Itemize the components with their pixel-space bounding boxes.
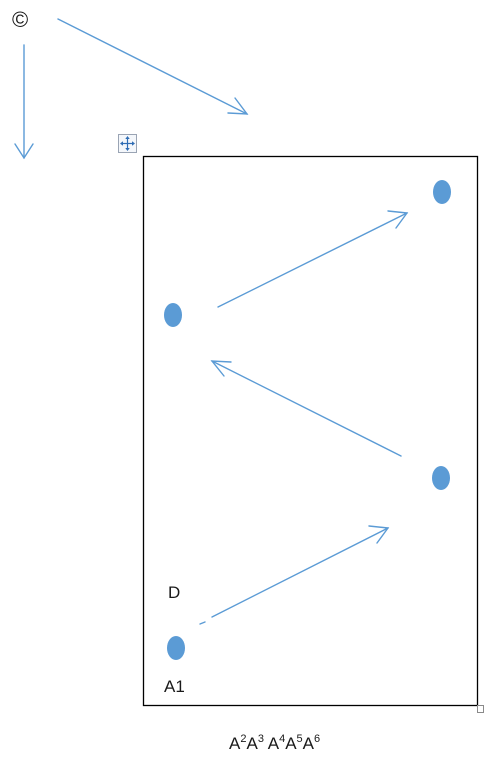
dot-a1	[167, 636, 185, 660]
caption-sup-4: 5	[296, 733, 303, 745]
arrow-bottom-right-to-mid	[211, 360, 402, 457]
dot-mid-left	[164, 303, 182, 327]
arrow-top-diagonal	[57, 18, 248, 115]
caption-base-1: A	[229, 734, 241, 753]
label-a1: A1	[164, 677, 185, 696]
resize-handle-icon[interactable]	[477, 705, 484, 713]
caption-base-4: A	[285, 734, 297, 753]
caption-sup-2: 3	[257, 733, 264, 745]
arrow-down-head	[14, 143, 34, 160]
arrow-dash	[199, 621, 206, 625]
caption-base-3: A	[263, 734, 280, 753]
label-d: D	[168, 583, 181, 602]
dot-bottom-right	[432, 466, 450, 490]
caption-sup-5: 6	[314, 733, 321, 745]
arrow-bottom-to-right-head	[368, 525, 390, 544]
four-way-move-icon[interactable]	[118, 134, 137, 153]
caption-sup-1: 2	[240, 733, 247, 745]
dot-group	[164, 180, 451, 660]
copyright-symbol: ©	[12, 7, 29, 32]
caption: A2A3 A4A5A6	[229, 733, 320, 754]
arrow-bottom-to-right	[211, 527, 389, 618]
arrow-group	[14, 18, 409, 625]
arrow-top-diagonal-head	[227, 97, 249, 115]
arrow-mid-to-top-head	[387, 210, 409, 229]
caption-sup-3: 4	[279, 733, 286, 745]
arrow-mid-to-top	[217, 212, 408, 308]
caption-base-5: A	[302, 734, 314, 753]
dot-top-right	[433, 180, 451, 204]
frame	[142, 155, 479, 707]
arrow-bottom-right-to-mid-head	[210, 360, 232, 377]
caption-base-2: A	[246, 734, 258, 753]
